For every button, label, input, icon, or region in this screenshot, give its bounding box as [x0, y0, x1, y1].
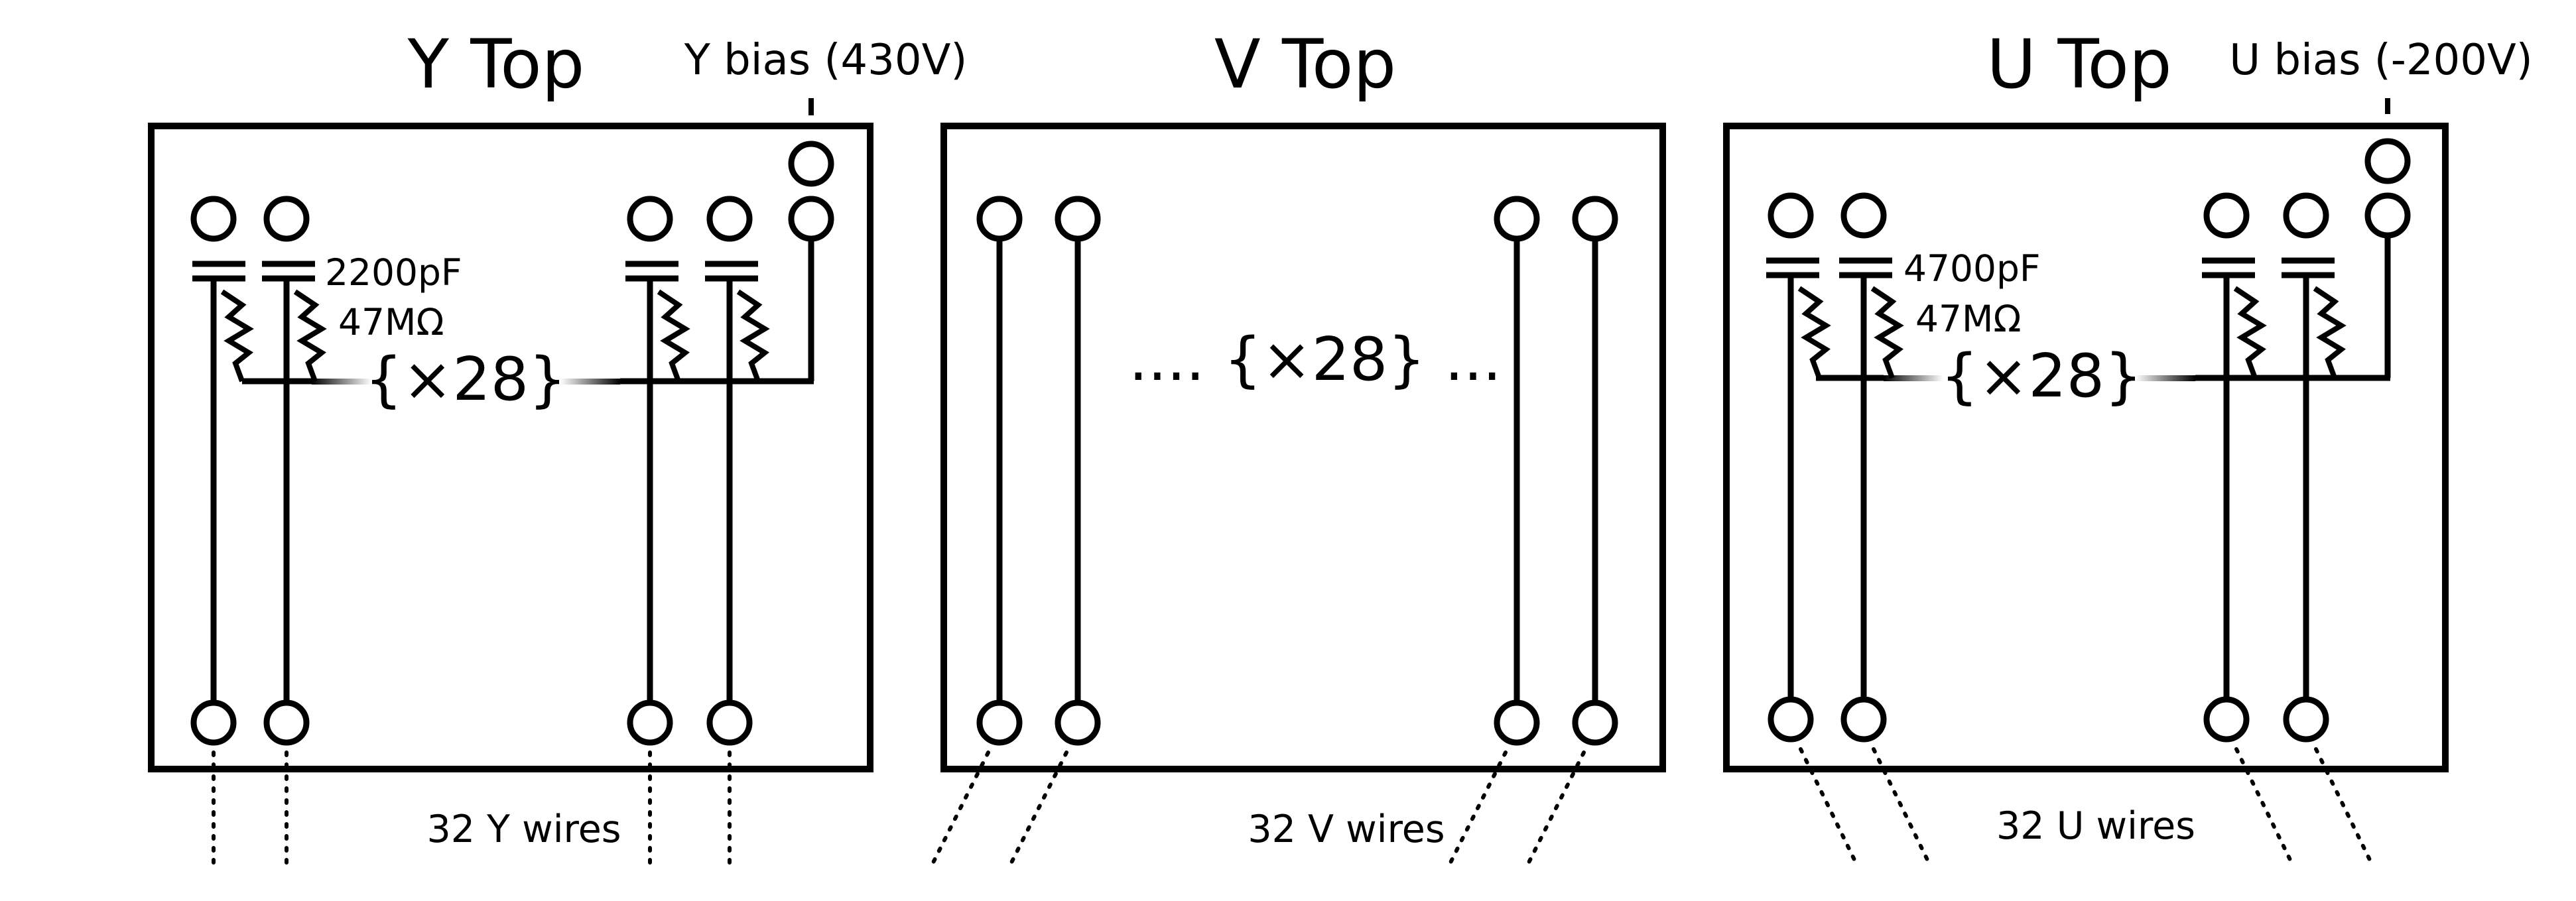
board-outline — [1723, 123, 2449, 772]
wire-channel — [1839, 192, 1932, 867]
wires-label: 32 Y wires — [427, 808, 621, 851]
wire-channel — [1525, 196, 1618, 867]
wire-channel — [930, 196, 1023, 867]
wire-channel — [625, 196, 690, 867]
wire-channel — [2202, 192, 2295, 867]
panel-y-top: Y Top Y bias (430V) 2200pF 47MΩ — [148, 25, 968, 867]
wire-channel — [1447, 196, 1540, 867]
wires-label: 32 U wires — [1996, 804, 2195, 848]
wire-channel — [1766, 192, 1859, 867]
multiplier-label: {×28} — [1941, 341, 2142, 411]
board-outline — [940, 123, 1666, 772]
bias-pad — [788, 196, 834, 242]
panel-title: V Top — [1214, 25, 1396, 104]
bias-label: Y bias (430V) — [684, 36, 968, 85]
wire-channel — [1008, 196, 1101, 867]
wire-channel — [2282, 192, 2374, 867]
multiplier-label: {×28} — [365, 345, 566, 414]
panel-v-top: V Top .... {×28} ... 32 V wires — [930, 25, 1666, 867]
capacitor-value: 2200pF — [325, 251, 462, 294]
board-outline — [148, 123, 873, 772]
multiplier-label: .... {×28} ... — [1129, 325, 1502, 394]
wires-label: 32 V wires — [1248, 808, 1445, 851]
panel-title: Y Top — [407, 25, 585, 104]
panel-title: U Top — [1986, 25, 2171, 104]
bias-label: U bias (-200V) — [2229, 36, 2532, 85]
bias-pad — [788, 141, 834, 187]
bias-pad — [2364, 192, 2411, 239]
wire-channel — [262, 196, 327, 867]
wire-channel — [705, 196, 770, 867]
panel-u-top: U Top U bias (-200V) 4700pF 47MΩ — [1723, 25, 2533, 867]
wire-channel — [190, 196, 254, 867]
bias-pad — [2364, 138, 2411, 184]
capacitor-value: 4700pF — [1903, 247, 2041, 290]
resistor-value: 47MΩ — [338, 301, 444, 343]
resistor-value: 47MΩ — [1915, 298, 2021, 340]
